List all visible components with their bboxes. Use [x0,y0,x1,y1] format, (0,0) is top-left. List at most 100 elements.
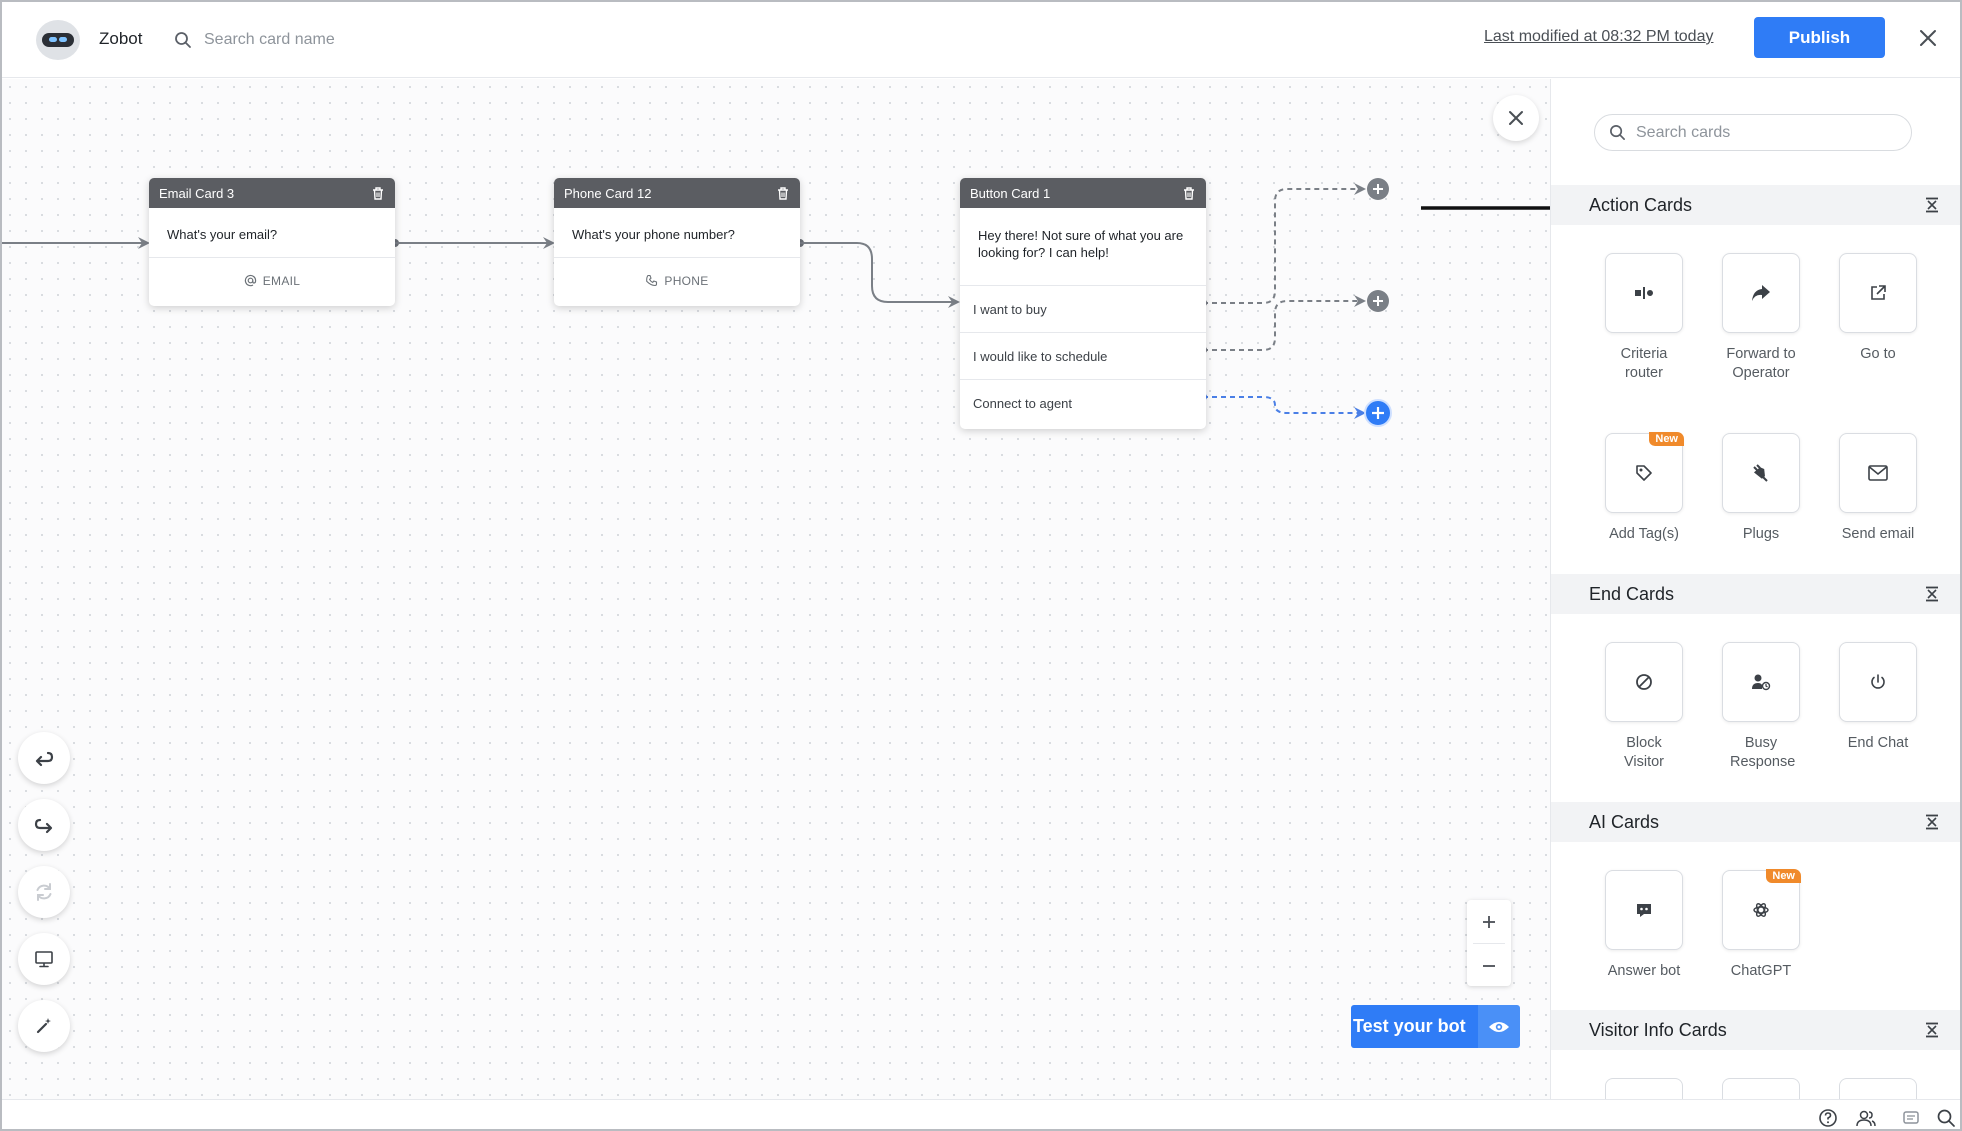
card-search-input[interactable] [204,31,564,49]
card-title: Button Card 1 [970,185,1051,201]
card-tile-label: Answer bot [1607,963,1681,979]
email-card[interactable]: Email Card 3 What's your email? EMAIL [149,178,395,306]
card-tile-label: Busy Response [1730,735,1796,770]
partial-tile[interactable] [1605,1078,1683,1108]
card-tile-label: End Chat [1847,735,1909,751]
card-header: Button Card 1 [960,178,1206,208]
collapse-icon[interactable] [1925,814,1939,830]
new-badge: New [1766,869,1801,883]
section-title: Visitor Info Cards [1589,1019,1727,1040]
search-icon[interactable] [1935,1107,1957,1129]
refresh-button[interactable] [18,866,70,918]
field-type: EMAIL [262,273,301,288]
refresh-icon [36,883,52,901]
preview-button[interactable] [18,933,70,985]
forward-arrow-icon [1722,253,1800,333]
field-type: PHONE [664,273,709,288]
new-badge: New [1649,432,1684,446]
phone-icon [646,274,658,287]
close-icon[interactable] [1914,24,1942,52]
plus-icon [1483,915,1495,928]
section-title: End Cards [1589,583,1675,604]
card-option[interactable]: I would like to schedule [960,332,1206,379]
card-question: What's your email? [167,227,278,242]
phone-card[interactable]: Phone Card 12 What's your phone number? … [554,178,800,306]
magic-wand-button[interactable] [18,1000,70,1052]
card-option[interactable]: I want to buy [960,285,1206,332]
card-title: Email Card 3 [159,185,235,201]
flow-canvas[interactable]: Email Card 3 What's your email? EMAIL Ph… [2,79,1550,1099]
trash-icon[interactable] [776,186,790,201]
trash-icon[interactable] [371,186,385,201]
partial-tile[interactable] [1722,1078,1800,1108]
answer-bot-icon [1605,870,1683,950]
section-header-action[interactable]: Action Cards [1551,185,1960,225]
card-tile-label: Criteria router [1620,346,1668,381]
search-icon [175,32,191,48]
test-bot-button[interactable]: Test your bot [1351,1005,1520,1048]
redo-icon [34,818,53,834]
last-modified-link[interactable]: Last modified at 08:32 PM today [1484,28,1714,45]
redo-button[interactable] [18,799,70,851]
publish-button[interactable]: Publish [1754,17,1885,58]
feedback-icon[interactable] [1900,1107,1922,1129]
undo-button[interactable] [18,732,70,784]
help-icon[interactable] [1817,1107,1839,1129]
add-node-icon[interactable] [1366,289,1390,313]
card-field: PHONE [554,257,800,303]
card-tile-label: Send email [1841,526,1915,542]
card-tile-answer-bot[interactable]: Answer bot [1585,870,1703,981]
add-node-icon[interactable] [1366,177,1390,201]
card-tile-label: Add Tag(s) [1609,526,1679,542]
card-tile-busy-response[interactable]: Busy Response [1702,642,1820,772]
card-option[interactable]: Connect to agent [960,379,1206,426]
card-title: Phone Card 12 [564,185,652,201]
card-tile-label: Forward to Operator [1726,346,1796,381]
at-icon [244,274,256,287]
card-tile-forward-to-operator[interactable]: Forward to Operator [1702,253,1820,383]
section-header-end[interactable]: End Cards [1551,574,1960,614]
card-tile-chatgpt[interactable]: New ChatGPT [1702,869,1820,981]
collapse-icon[interactable] [1925,1022,1939,1038]
trash-icon[interactable] [1182,186,1196,201]
section-header-ai[interactable]: AI Cards [1551,802,1960,842]
users-icon[interactable] [1855,1107,1877,1129]
block-icon [1605,642,1683,722]
card-search[interactable] [174,24,594,56]
zobot-logo [36,20,80,60]
section-header-visitor-info[interactable]: Visitor Info Cards [1551,1010,1960,1050]
card-tile-end-chat[interactable]: End Chat [1819,642,1937,753]
bottom-bar [2,1099,1960,1129]
card-question: What's your phone number? [572,227,735,242]
test-bot-label[interactable]: Test your bot [1351,1005,1478,1048]
close-panel-button[interactable] [1493,95,1539,141]
card-tile-block-visitor[interactable]: Block Visitor [1585,642,1703,772]
button-card[interactable]: Button Card 1 Hey there! Not sure of wha… [960,178,1206,429]
card-tile-add-tags[interactable]: New Add Tag(s) [1585,432,1703,544]
zoom-in-button[interactable] [1467,900,1511,943]
card-tile-send-email[interactable]: Send email [1819,433,1937,544]
collapse-icon[interactable] [1925,197,1939,213]
close-icon [1509,111,1523,125]
panel-search-input[interactable] [1636,123,1896,142]
add-node-icon[interactable] [1364,399,1392,427]
card-tile-go-to[interactable]: Go to [1819,253,1937,364]
magic-wand-icon [36,1018,51,1034]
partial-tile[interactable] [1839,1078,1917,1108]
eye-icon[interactable] [1477,1005,1520,1048]
external-link-icon [1839,253,1917,333]
panel-search[interactable] [1594,114,1912,151]
plug-icon [1722,433,1800,513]
collapse-icon[interactable] [1925,586,1939,602]
card-tile-criteria-router[interactable]: Criteria router [1585,253,1703,383]
card-message: Hey there! Not sure of what you are look… [978,228,1184,260]
zoom-out-button[interactable] [1467,944,1511,987]
card-tile-label: ChatGPT [1730,963,1792,979]
cards-panel: Action Cards Criteria router Forward to … [1550,79,1960,1108]
card-tile-plugs[interactable]: Plugs [1702,433,1820,544]
monitor-icon [35,951,53,968]
tag-icon: New [1605,432,1684,513]
mail-icon [1839,433,1917,513]
card-field: EMAIL [149,257,395,303]
